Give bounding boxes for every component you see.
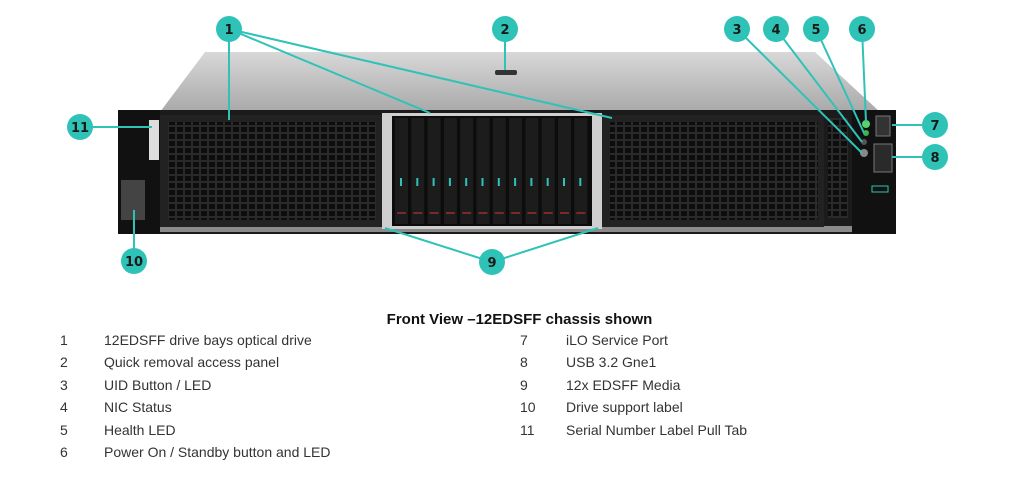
callout-leader-line	[861, 28, 867, 123]
legend-label: USB 3.2 Gne1	[566, 354, 657, 371]
callout-number: 1	[224, 23, 233, 38]
legend-number: 11	[520, 421, 535, 438]
callout-7: 7	[892, 112, 948, 138]
callout-number: 7	[930, 119, 939, 134]
legend-number: 2	[60, 354, 68, 371]
callout-number: 9	[487, 256, 496, 271]
callout-leader-line	[736, 28, 863, 154]
callout-number: 10	[125, 255, 143, 270]
legend-number: 1	[60, 332, 68, 348]
callout-leader-line	[228, 28, 613, 119]
serial-number-pull-tab[interactable]	[149, 120, 159, 160]
figure-caption: Front View –12EDSFF chassis shown	[386, 311, 653, 328]
callout-2: 2	[492, 16, 518, 70]
legend-label: Health LED	[104, 421, 176, 438]
uid-button[interactable]	[860, 149, 868, 157]
hpe-logo	[871, 185, 889, 193]
callout-badge	[763, 16, 789, 42]
legend-label: UID Button / LED	[104, 376, 212, 393]
legend-label: iLO Service Port	[566, 332, 668, 348]
legend-number: 5	[60, 421, 68, 438]
server-front-view-figure: 1 2 3 4 5 6 7 8 9 10 11	[67, 16, 948, 275]
callout-leader-line	[228, 28, 431, 114]
health-led	[863, 130, 869, 136]
legend-number: 7	[520, 332, 528, 348]
chassis-top-panel	[160, 52, 880, 112]
edsff-drive-bay[interactable]	[395, 118, 408, 224]
callout-badge	[849, 16, 875, 42]
legend-number: 8	[520, 354, 528, 371]
callout-5: 5	[803, 16, 865, 134]
callout-leader-line	[491, 227, 599, 263]
callout-6: 6	[849, 16, 875, 123]
callout-number: 6	[857, 23, 866, 38]
callout-11: 11	[67, 114, 152, 140]
legend-number: 3	[60, 376, 68, 393]
callout-leader-line	[815, 28, 865, 134]
edsff-drive-bay[interactable]	[541, 118, 555, 224]
edsff-drive-bay[interactable]	[460, 118, 474, 224]
edsff-drive-bay[interactable]	[558, 118, 571, 224]
nic-status-led	[861, 139, 867, 145]
edsff-drive-bay[interactable]	[574, 118, 588, 224]
callout-9: 9	[384, 227, 599, 275]
callout-number: 3	[732, 23, 741, 38]
quick-removal-latch	[495, 70, 517, 75]
legend-label: Power On / Standby button and LED	[104, 443, 331, 460]
edsff-drive-bay[interactable]	[492, 118, 506, 224]
callout-number: 5	[811, 23, 820, 38]
edsff-drive-bay[interactable]	[525, 118, 539, 224]
callout-badge	[922, 112, 948, 138]
callout-leader-line	[384, 227, 493, 263]
callout-3: 3	[724, 16, 863, 154]
legend-label: Drive support label	[566, 399, 683, 416]
legend-label: Serial Number Label Pull Tab	[566, 421, 748, 438]
edsff-drive-bay[interactable]	[509, 118, 523, 224]
callout-badge	[724, 16, 750, 42]
callout-badge	[121, 248, 147, 274]
callout-4: 4	[763, 16, 863, 143]
callout-badge	[803, 16, 829, 42]
callout-number: 8	[930, 151, 939, 166]
drive-cage	[382, 113, 602, 229]
legend-label: 12x EDSFF Media	[566, 376, 681, 393]
legend-number: 4	[60, 399, 68, 416]
usb-port[interactable]	[873, 143, 893, 173]
legend-label: 12EDSFF drive bays optical drive	[104, 332, 312, 348]
edsff-drive-bay[interactable]	[476, 118, 490, 224]
callout-number: 11	[71, 121, 89, 136]
callout-badge	[479, 249, 505, 275]
legend-number: 6	[60, 443, 68, 460]
legend-number: 9	[520, 376, 528, 393]
callout-badge	[216, 16, 242, 42]
callout-8: 8	[892, 144, 948, 170]
edsff-drive-bay[interactable]	[411, 118, 425, 224]
callout-badge	[922, 144, 948, 170]
edsff-drive-bay[interactable]	[427, 118, 441, 224]
callout-leader-line	[775, 28, 863, 143]
callout-10: 10	[121, 210, 147, 274]
callout-number: 4	[771, 23, 780, 38]
callout-badge	[67, 114, 93, 140]
callout-number: 2	[500, 23, 509, 38]
legend-label: Quick removal access panel	[104, 354, 280, 371]
callout-1: 1	[216, 16, 613, 120]
legend-label: NIC Status	[104, 399, 172, 416]
ilo-service-port[interactable]	[875, 115, 891, 137]
callout-badge	[492, 16, 518, 42]
legend-number: 10	[520, 399, 536, 416]
power-button-led[interactable]	[862, 120, 870, 128]
edsff-drive-bay[interactable]	[443, 118, 457, 224]
